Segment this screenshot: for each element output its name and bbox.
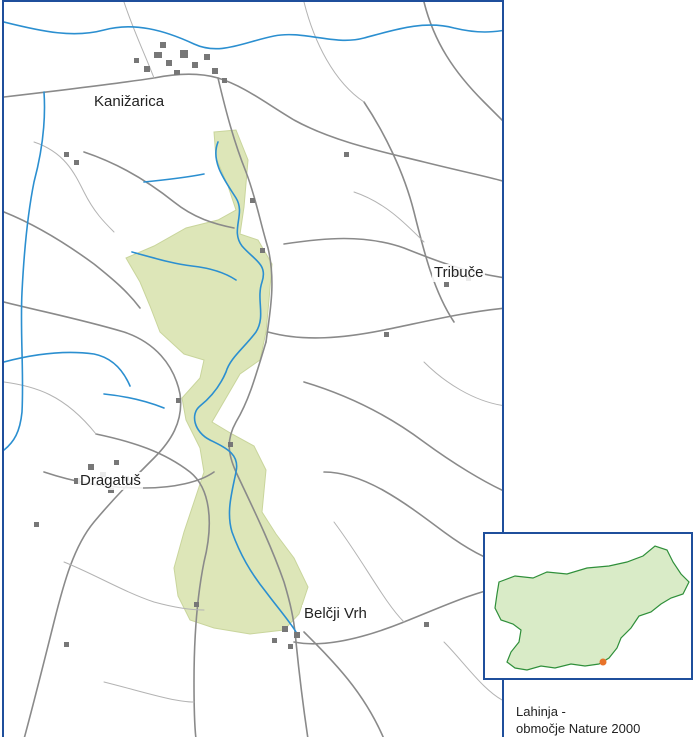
minor-roads: [4, 2, 502, 703]
rivers: [4, 21, 502, 633]
settlements: [34, 42, 471, 649]
natura-2000-area: [125, 129, 309, 635]
place-label-dragatus: Dragatuš: [78, 472, 143, 490]
topographic-map: [4, 2, 502, 737]
lahinja-location-marker: [599, 658, 607, 666]
place-label-kanizarica: Kanižarica: [92, 93, 167, 111]
slovenia-shape: [494, 545, 690, 671]
map-caption: Lahinja - območje Nature 2000: [516, 703, 694, 737]
slovenia-outline: [494, 545, 690, 671]
inset-locator-map: [483, 532, 693, 680]
place-label-tribuce: Tribuče: [432, 264, 486, 282]
roads: [4, 2, 502, 737]
caption-title: Lahinja -: [516, 704, 566, 719]
caption-subtitle: območje Nature 2000: [516, 721, 641, 736]
map-frame[interactable]: Kanižarica Tribuče Dragatuš Belčji Vrh: [2, 0, 504, 737]
place-label-belcji-vrh: Belčji Vrh: [302, 605, 369, 623]
